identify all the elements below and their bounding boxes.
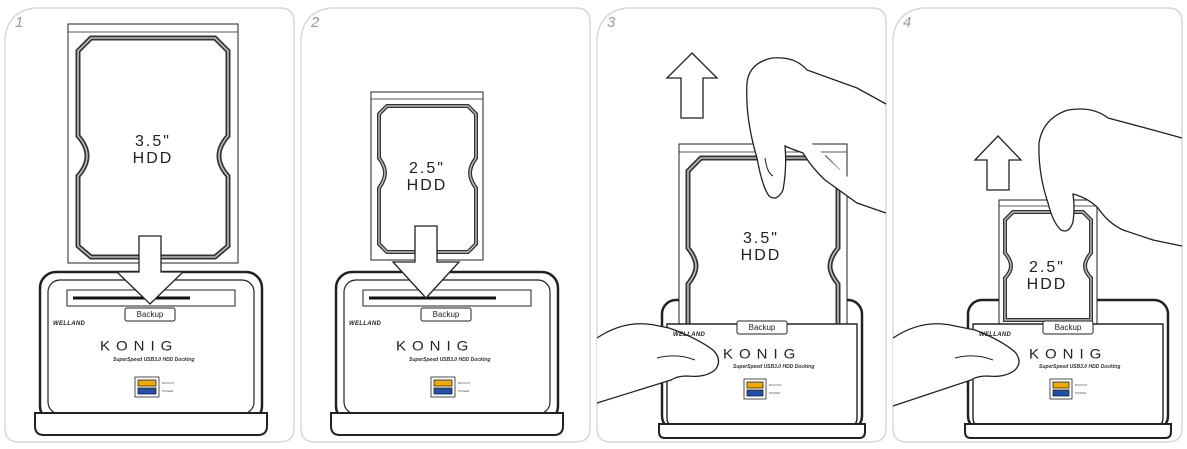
hand-icon [596,323,720,404]
backup-led [746,381,764,389]
led-label-power: POWER [162,389,174,393]
led-label-power: POWER [1075,391,1087,395]
hdd-2-5-drive [370,91,484,261]
led-label-power: POWER [458,389,470,393]
step-number: 1 [15,14,24,31]
product-tagline: SuperSpeed USB3.0 HDD Docking [113,357,195,363]
konig-logo: KONIG [723,346,802,363]
product-tagline: SuperSpeed USB3.0 HDD Docking [1039,364,1121,370]
backup-button-label: Backup [1054,323,1082,332]
step-4-panel: 4 2.5" HDD Backup WELLAND KONIG SuperSpe… [892,7,1183,443]
backup-led [433,379,453,387]
step-3-illustration [596,7,887,443]
led-label-backup: BACKUP [1075,383,1088,387]
backup-button[interactable] [124,307,176,322]
led-label-backup: BACKUP [162,381,175,385]
hdd-label: 3.5" HDD [132,133,174,167]
step-1-illustration [4,7,295,443]
hand-icon [892,323,1020,407]
hdd-label: 2.5" HDD [406,160,448,194]
step-number: 3 [607,14,616,31]
led-label-power: POWER [769,391,781,395]
backup-led [137,379,157,387]
docking-station [330,270,564,436]
backup-button[interactable] [1042,320,1094,335]
step-number: 2 [311,14,320,31]
led-label-backup: BACKUP [458,381,471,385]
power-led [433,387,453,395]
product-tagline: SuperSpeed USB3.0 HDD Docking [733,364,815,370]
arrow-up-icon [973,135,1023,191]
step-1-panel: 1 3.5" HDD Backup WELLAND KONIG SuperSpe… [4,7,295,443]
backup-button-label: Backup [748,323,776,332]
konig-logo: KONIG [396,338,475,355]
hdd-label: 2.5" HDD [1026,259,1068,293]
welland-logo: WELLAND [53,321,86,327]
hand-icon [1038,108,1183,247]
arrow-down-icon [391,225,461,299]
power-led [1052,389,1070,397]
power-led [746,389,764,397]
step-number: 4 [903,14,912,31]
konig-logo: KONIG [100,338,179,355]
backup-button[interactable] [736,320,788,335]
backup-button[interactable] [420,307,472,322]
backup-led [1052,381,1070,389]
hdd-3-5-drive [67,23,239,264]
arrow-down-icon [115,235,185,305]
step-2-illustration [300,7,591,443]
backup-button-label: Backup [136,310,164,319]
power-led [137,387,157,395]
konig-logo: KONIG [1029,346,1108,363]
welland-logo: WELLAND [349,321,382,327]
hand-icon [746,57,887,214]
step-2-panel: 2 2.5" HDD Backup WELLAND KONIG SuperSpe… [300,7,591,443]
hdd-2-5-drive [998,199,1098,331]
welland-logo: WELLAND [673,332,706,338]
step-3-panel: 3 3.5" HDD Backup WELLAND KONIG SuperSpe… [596,7,887,443]
step-4-illustration [892,7,1183,443]
led-label-backup: BACKUP [769,383,782,387]
welland-logo: WELLAND [979,332,1012,338]
arrow-up-icon [665,52,719,119]
hdd-label: 3.5" HDD [740,230,782,264]
backup-button-label: Backup [432,310,460,319]
product-tagline: SuperSpeed USB3.0 HDD Docking [409,357,491,363]
